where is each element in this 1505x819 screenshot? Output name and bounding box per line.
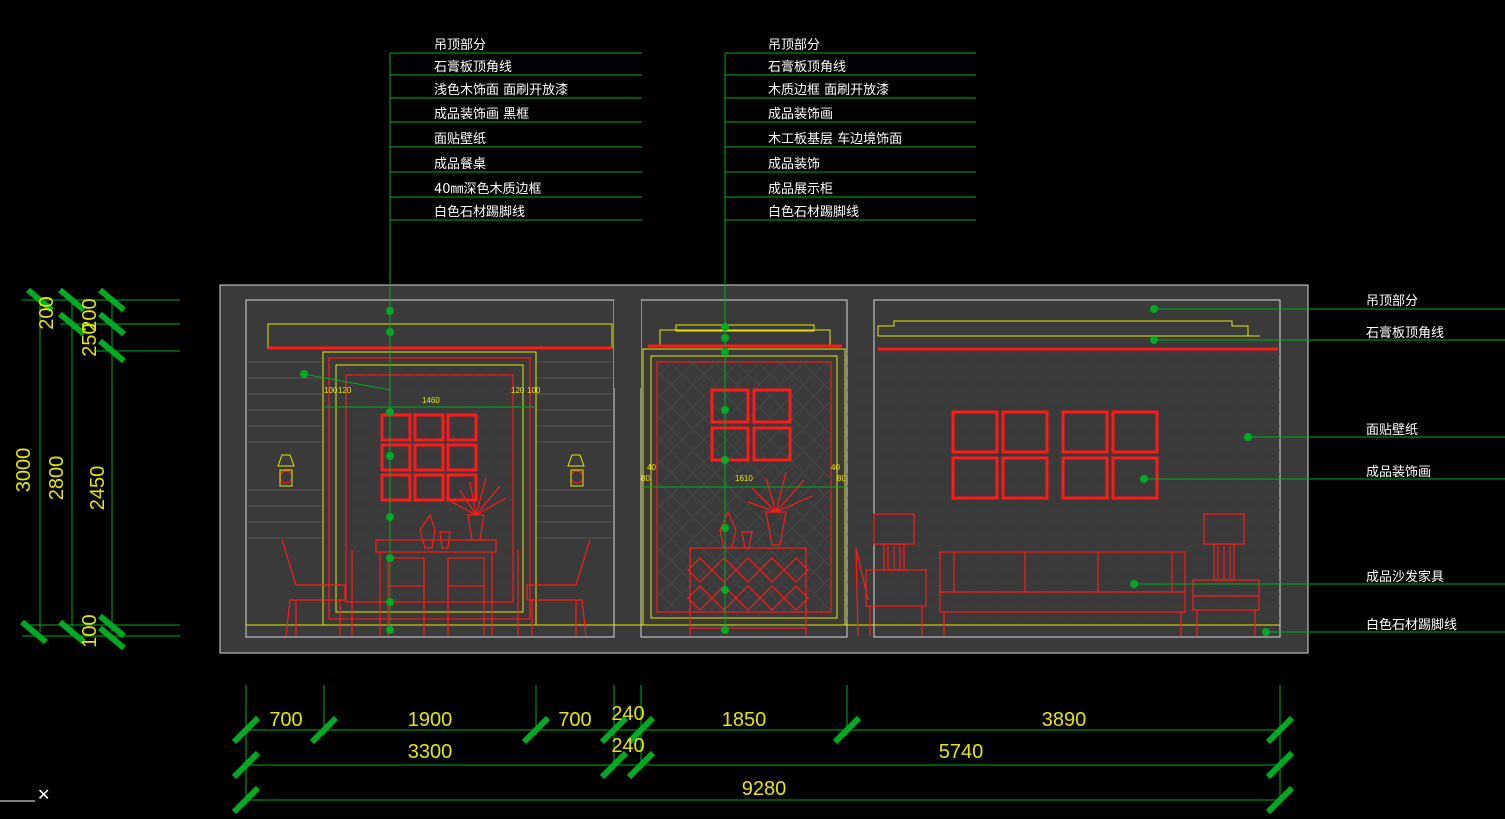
left-callout: 40㎜深色木质边框 [434,181,542,197]
right-callout: 白色石材踢脚线 [1366,617,1457,633]
sofa-icon [939,551,1186,636]
inner-dim: 40 [831,463,840,472]
middle-callout: 白色石材踢脚线 [768,204,859,220]
middle-callout-leaders [721,52,976,634]
left-callout: 白色石材踢脚线 [434,204,525,220]
dining-chair-icon [281,539,346,637]
left-callout: 面贴壁纸 [434,132,486,147]
right-callout-labels: 吊顶部分 石膏板顶角线 面贴壁纸 成品装饰画 成品沙发家具 白色石材踢脚线 [1366,294,1457,633]
dim-vertical-250: 250 [79,323,101,356]
side-table-icon [855,547,927,637]
middle-callout: 成品装饰 [768,157,820,172]
wall-sconce-icon [567,454,585,487]
right-callout: 石膏板顶角线 [1366,325,1444,341]
dim-vertical-2800: 2800 [46,456,68,501]
middle-callout: 木工板基层 车边境饰面 [768,131,902,147]
left-callout: 石膏板顶角线 [434,59,512,75]
dining-table-icon [351,539,519,636]
right-callout: 成品装饰画 [1366,465,1431,480]
inner-dim: 1610 [735,474,753,483]
dim-horizontal-700-b: 700 [558,709,591,731]
dim-horizontal-1850: 1850 [722,709,767,731]
table-lamp-icon [873,513,915,571]
horizontal-dimensions: 700 1900 700 240 1850 3890 3300 240 5740… [231,685,1295,815]
dim-vertical-100: 100 [79,614,101,647]
dim-vertical-200-a: 200 [36,296,58,329]
cursor-glyph: ✕ [37,785,50,804]
middle-art-grid [710,388,792,462]
dim-horizontal-700-a: 700 [269,709,302,731]
inner-dim: 80 [837,474,846,483]
right-callout: 吊顶部分 [1366,294,1418,309]
middle-callout-labels: 吊顶部分 石膏板顶角线 木质边框 面刷开放漆 成品装饰画 木工板基层 车边境饰面… [768,38,902,220]
inner-dim: 120 [511,386,525,395]
right-living-wall [847,320,1280,637]
plant-vase-icon [747,471,813,546]
inner-dim: 40 [647,463,656,472]
dim-horizontal-9280: 9280 [742,778,787,800]
dim-horizontal-240-a: 240 [611,703,644,725]
dim-horizontal-240-b: 240 [611,735,644,757]
inner-dimensions: 1460 100 120 120 100 1610 40 80 40 80 [324,386,846,483]
dining-chair-icon [526,539,591,637]
inner-dim: 1460 [422,396,440,405]
left-dining-wall [248,323,613,637]
dim-horizontal-3300: 3300 [408,741,453,763]
right-callout: 成品沙发家具 [1366,569,1444,585]
dim-vertical-2450: 2450 [87,466,109,511]
inner-dim: 100 [324,386,338,395]
left-art-grid [380,413,478,502]
left-callout: 成品装饰画 黑框 [434,107,529,122]
middle-callout: 吊顶部分 [768,38,820,53]
vertical-dimensions: 3000 2800 2450 200 250 200 100 [13,287,180,651]
dim-horizontal-5740: 5740 [939,741,984,763]
wall-sconce-icon [277,454,295,487]
side-table-icon [1192,579,1260,636]
middle-display-wall [642,324,846,636]
inner-dim: 120 [338,386,352,395]
left-callout-labels: 吊顶部分 石膏板顶角线 浅色木饰面 面刷开放漆 成品装饰画 黑框 面贴壁纸 成品… [434,38,568,220]
right-callout: 面贴壁纸 [1366,423,1418,438]
middle-callout: 石膏板顶角线 [768,59,846,75]
inner-dim: 100 [527,386,541,395]
right-art-grid [951,410,1159,500]
table-lamp-icon [1203,513,1245,581]
left-callout: 吊顶部分 [434,38,486,53]
middle-callout: 成品展示柜 [768,182,833,197]
dim-vertical-200-b: 200 [79,298,101,331]
ucs-cursor-icon: ✕ [0,785,50,804]
left-callout-leaders [300,52,642,634]
left-callout: 成品餐桌 [434,156,486,172]
middle-callout: 成品装饰画 [768,107,833,122]
display-cabinet-icon [687,547,809,636]
middle-callout: 木质边框 面刷开放漆 [768,82,889,98]
small-vase-icon [419,513,451,549]
left-callout: 浅色木饰面 面刷开放漆 [434,82,568,98]
dim-horizontal-3890: 3890 [1042,709,1087,731]
right-callout-leaders [1130,305,1505,636]
dim-vertical-3000: 3000 [13,448,35,493]
inner-dim: 80 [641,474,650,483]
dim-horizontal-1900: 1900 [408,709,453,731]
